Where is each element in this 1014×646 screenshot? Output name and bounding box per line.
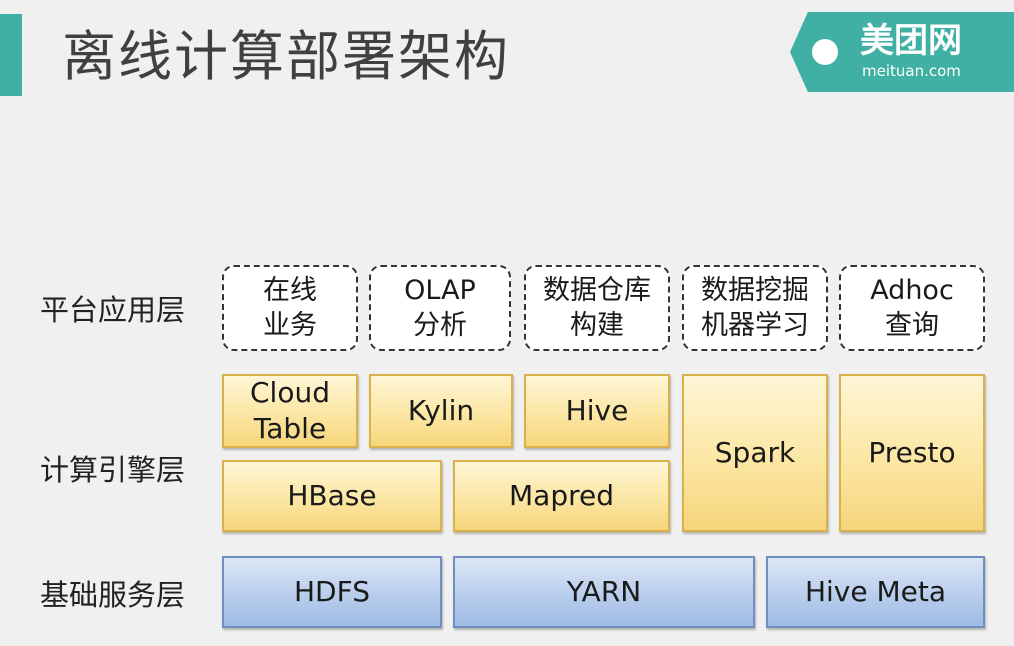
app-box-adhoc: Adhoc 查询 [839,265,985,351]
layer-label-base: 基础服务层 [40,578,186,612]
layer-label-engine: 计算引擎层 [40,453,186,487]
logo-domain: meituan.com [862,62,961,80]
app-box-online-business: 在线 业务 [222,265,358,351]
engine-box-hive: Hive [524,374,670,448]
engine-box-cloud-table: Cloud Table [222,374,358,448]
title-accent-bar [0,14,22,96]
engine-box-mapred: Mapred [453,460,670,532]
layer-label-platform: 平台应用层 [40,293,186,327]
app-box-olap: OLAP 分析 [369,265,511,351]
base-box-yarn: YARN [453,556,755,628]
logo-dot-icon [812,39,838,65]
engine-box-kylin: Kylin [369,374,513,448]
engine-box-spark: Spark [682,374,828,532]
base-box-hive-meta: Hive Meta [766,556,985,628]
app-box-data-mining: 数据挖掘 机器学习 [682,265,828,351]
logo-name: 美团网 [860,21,962,61]
app-box-data-warehouse: 数据仓库 构建 [524,265,670,351]
page-title: 离线计算部署架构 [62,25,510,88]
engine-box-hbase: HBase [222,460,442,532]
meituan-logo: 美团网 meituan.com [790,12,1014,92]
base-box-hdfs: HDFS [222,556,442,628]
engine-box-presto: Presto [839,374,985,532]
